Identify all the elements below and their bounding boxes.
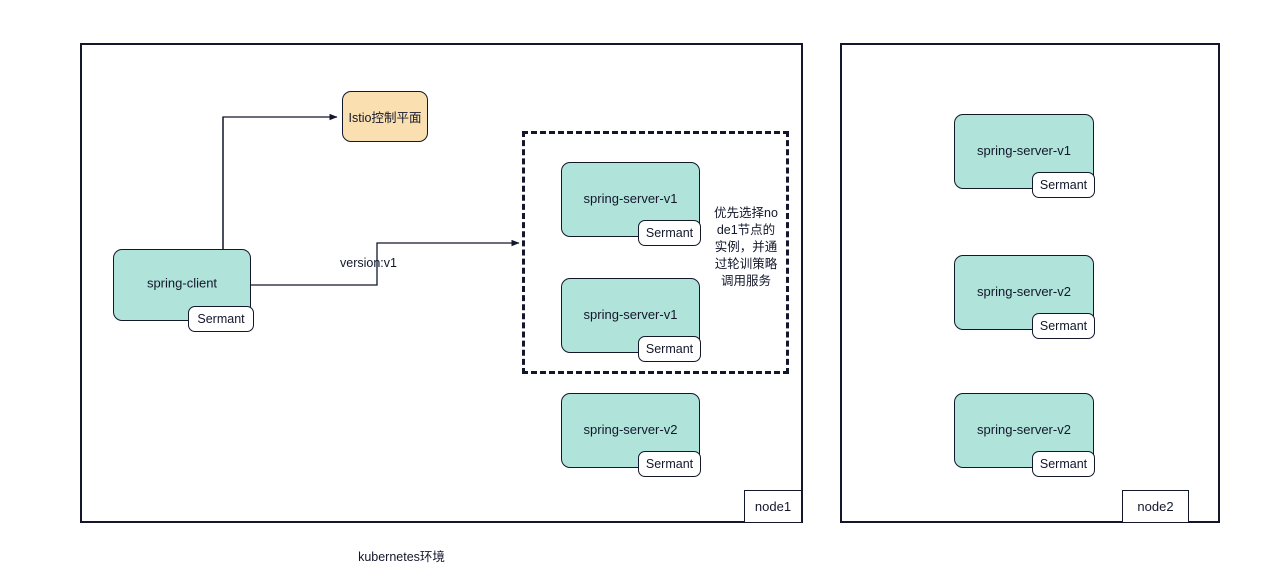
sermant-sidecar-badge: Sermant	[1032, 313, 1095, 339]
service-title: spring-server-v1	[583, 190, 678, 206]
service-title: spring-server-v1	[977, 142, 1071, 158]
service-box: spring-server-v2 Sermant	[561, 393, 701, 477]
service-title: spring-client	[146, 275, 218, 291]
service-box: spring-server-v2 Sermant	[954, 255, 1095, 339]
service-box: spring-server-v1 Sermant	[561, 278, 701, 362]
sermant-sidecar-badge: Sermant	[1032, 172, 1095, 198]
service-title: spring-server-v2	[977, 283, 1071, 299]
service-title: spring-server-v2	[583, 421, 678, 437]
diagram-caption: kubernetes环境	[358, 550, 445, 564]
service-title: spring-server-v2	[977, 421, 1071, 437]
sermant-sidecar-badge: Sermant	[188, 306, 254, 332]
policy-annotation-text: 优先选择node1节点的实例，并通过轮训策略调用服务	[714, 206, 778, 288]
dashed-selection-region	[522, 131, 789, 374]
service-box-spring-client: spring-client Sermant	[113, 249, 254, 332]
sermant-sidecar-badge: Sermant	[1032, 451, 1095, 477]
sermant-sidecar-badge: Sermant	[638, 336, 701, 362]
node-label-node1: node1	[744, 490, 802, 523]
service-title: spring-server-v1	[583, 306, 678, 322]
istio-control-plane-box: Istio控制平面	[342, 91, 428, 142]
sermant-sidecar-badge: Sermant	[638, 451, 701, 477]
sermant-sidecar-badge: Sermant	[638, 220, 701, 246]
service-box: spring-server-v1 Sermant	[954, 114, 1095, 198]
edge-label-version: version:v1	[340, 256, 397, 270]
node-label-node2: node2	[1122, 490, 1189, 523]
service-box: spring-server-v2 Sermant	[954, 393, 1095, 477]
service-box: spring-server-v1 Sermant	[561, 162, 701, 246]
